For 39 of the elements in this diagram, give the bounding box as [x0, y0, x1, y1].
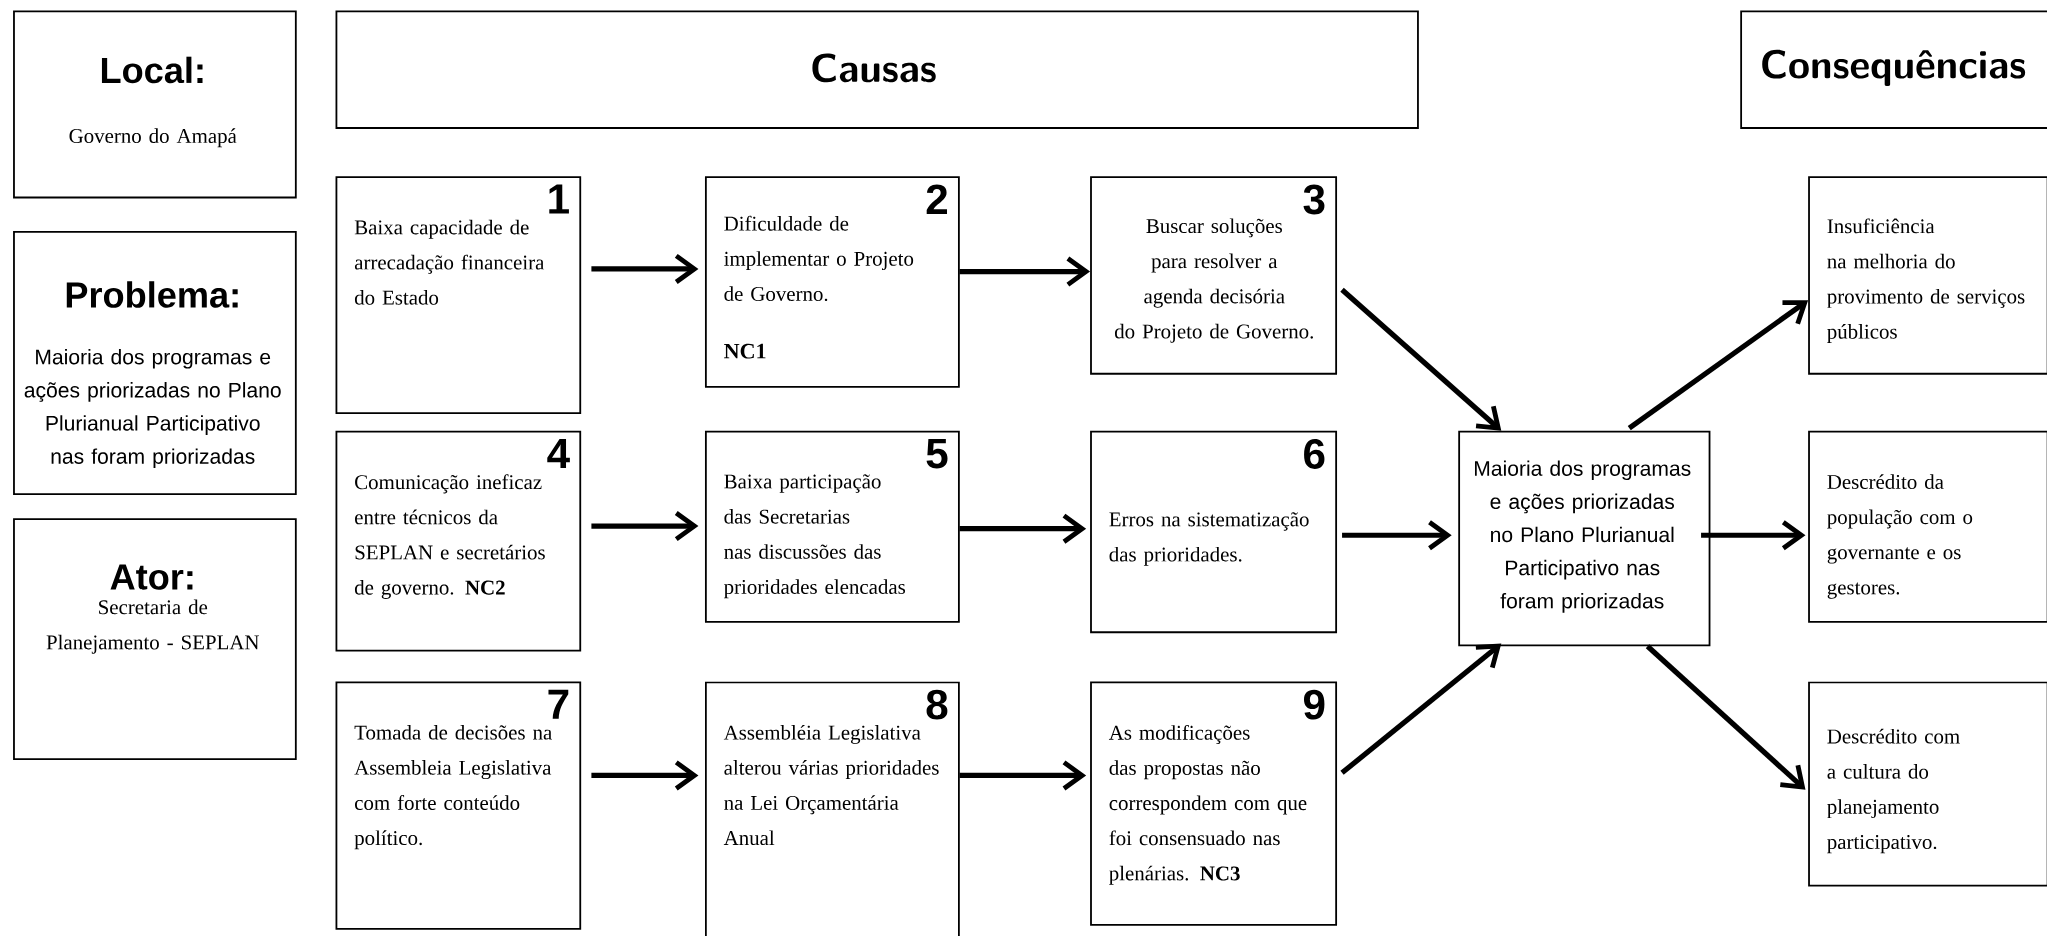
cause-box: 1 Baixa capacidade de arrecadação financeira do Estado: [335, 176, 582, 414]
arrow: [1340, 287, 1502, 431]
step-number: 8: [926, 689, 948, 720]
cause-box: 4 Comunicação ineficaz entre técnicos da SEPLAN e secretários de governo. NC2: [335, 430, 582, 652]
arrow: [1342, 520, 1452, 551]
arrow: [959, 513, 1087, 544]
arrow: [591, 511, 699, 542]
consequence-box: Descrédito com a cultura do planejamento participativo.: [1808, 681, 2047, 887]
step-number: 7: [548, 689, 569, 719]
arrow: [1627, 300, 1809, 431]
consequence-box: Insuficiência na melhoria do provimento de serviços públicos: [1808, 176, 2047, 375]
info-box: Problema: Maioria dos programas e ações priorizadas no Plano Plurianual Participativo nas foram priorizadas: [13, 231, 297, 496]
step-number: 9: [1304, 689, 1325, 720]
cause-box: 9 As modificações das propostas não correspondem com que foi consensuado nas plenárias. NC3: [1090, 681, 1338, 926]
arrow: [591, 253, 699, 284]
cause-box: 8 Assembléia Legislativa alterou várias prioridades na Lei Orçamentária Anual: [704, 681, 960, 936]
cause-box: 6 Erros na sistematização das prioridades.: [1090, 430, 1338, 634]
cause-box: 3 Buscar soluções para resolver a agenda decisória do Projeto de Governo.: [1090, 176, 1338, 375]
cause-box: 5 Baixa participação das Secretarias nas discussões das prioridades elencadas: [704, 430, 960, 623]
step-number: 3: [1303, 184, 1325, 215]
arrow: [1340, 643, 1502, 775]
cause-box: 2 Dificuldade de implementar o Projeto de Governo. NC1: [704, 176, 960, 388]
arrow: [591, 760, 699, 791]
step-number: 6: [1304, 439, 1325, 469]
arrow: [959, 256, 1091, 287]
arrow: [959, 760, 1087, 791]
step-number: 2: [926, 184, 947, 214]
info-box: Ator: Secretaria de Planejamento - SEPLAN: [13, 518, 297, 760]
info-box: Local: Governo do Amapá: [13, 10, 297, 199]
heading-box: Consequências: [1740, 10, 2047, 129]
heading-box: Causas: [335, 10, 1419, 129]
step-number: 1: [549, 184, 569, 214]
step-number: 4: [547, 439, 570, 469]
problem-box: Maioria dos programas e ações priorizadas no Plano Plurianual Participativo nas foram priorizadas: [1458, 430, 1711, 647]
arrow: [1645, 644, 1806, 790]
step-number: 5: [926, 439, 948, 469]
cause-box: 7 Tomada de decisões na Assembleia Legislativa com forte conteúdo político.: [335, 681, 582, 930]
arrow: [1701, 520, 1806, 551]
consequence-box: Descrédito da população com o governante e os gestores.: [1808, 430, 2047, 623]
